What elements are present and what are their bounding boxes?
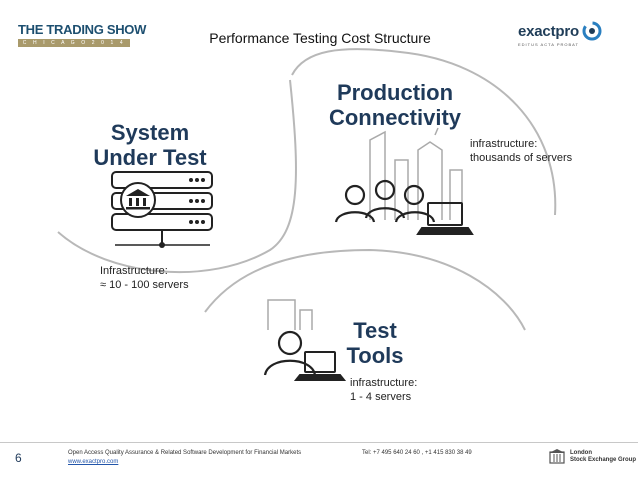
trading-show-logo-text: THE TRADING SHOW (18, 22, 147, 37)
production-connectivity-arc (291, 48, 557, 216)
trading-show-logo-subtext: C H I C A G O 2 0 1 4 (18, 39, 130, 47)
test-tools-infrastructure: infrastructure: 1 - 4 servers (350, 377, 418, 403)
city-skyline-icon (369, 127, 463, 220)
slide-title: Performance Testing Cost Structure (209, 30, 431, 46)
people-group-icon (334, 179, 436, 223)
system-under-test-infrastructure: Infrastructure: ≈ 10 - 100 servers (100, 265, 189, 291)
person-icon (263, 330, 317, 376)
test-tools-laptop-icon (293, 351, 347, 381)
cost-structure-diagram (57, 48, 557, 381)
exactpro-logo-text: exactpro (518, 22, 579, 40)
exactpro-tagline: EDITUS ACTA PROBAT (518, 42, 579, 47)
laptop-icon (416, 202, 474, 235)
production-connectivity-title: Production Connectivity (328, 80, 462, 130)
system-under-test-title: System Under Test (93, 120, 207, 170)
exactpro-swirl-icon (582, 21, 602, 41)
production-connectivity-infrastructure: infrastructure: thousands of servers (470, 138, 573, 164)
lse-logo-line2: Stock Exchange Group (570, 457, 637, 463)
test-tools-title: Test Tools (346, 318, 404, 368)
lse-crest-icon (549, 449, 565, 464)
page-number: 6 (15, 451, 22, 465)
trading-show-logo: THE TRADING SHOW C H I C A G O 2 0 1 4 (18, 22, 147, 47)
exactpro-logo: exactpro EDITUS ACTA PROBAT (518, 21, 618, 47)
test-tools-arc (204, 248, 526, 331)
footer-description: Open Access Quality Assurance & Related … (68, 450, 302, 456)
footer-phone: Tel: +7 495 640 24 60 , +1 415 830 38 49 (362, 450, 472, 456)
footer-website-link[interactable]: www.exactpro.com (68, 459, 119, 465)
footer-divider (0, 442, 638, 443)
test-tools-building-icon (267, 299, 313, 330)
server-rack-icon (111, 171, 213, 248)
system-under-test-arc (57, 79, 297, 274)
lse-logo: London Stock Exchange Group (548, 449, 636, 465)
lse-logo-line1: London (570, 450, 592, 456)
